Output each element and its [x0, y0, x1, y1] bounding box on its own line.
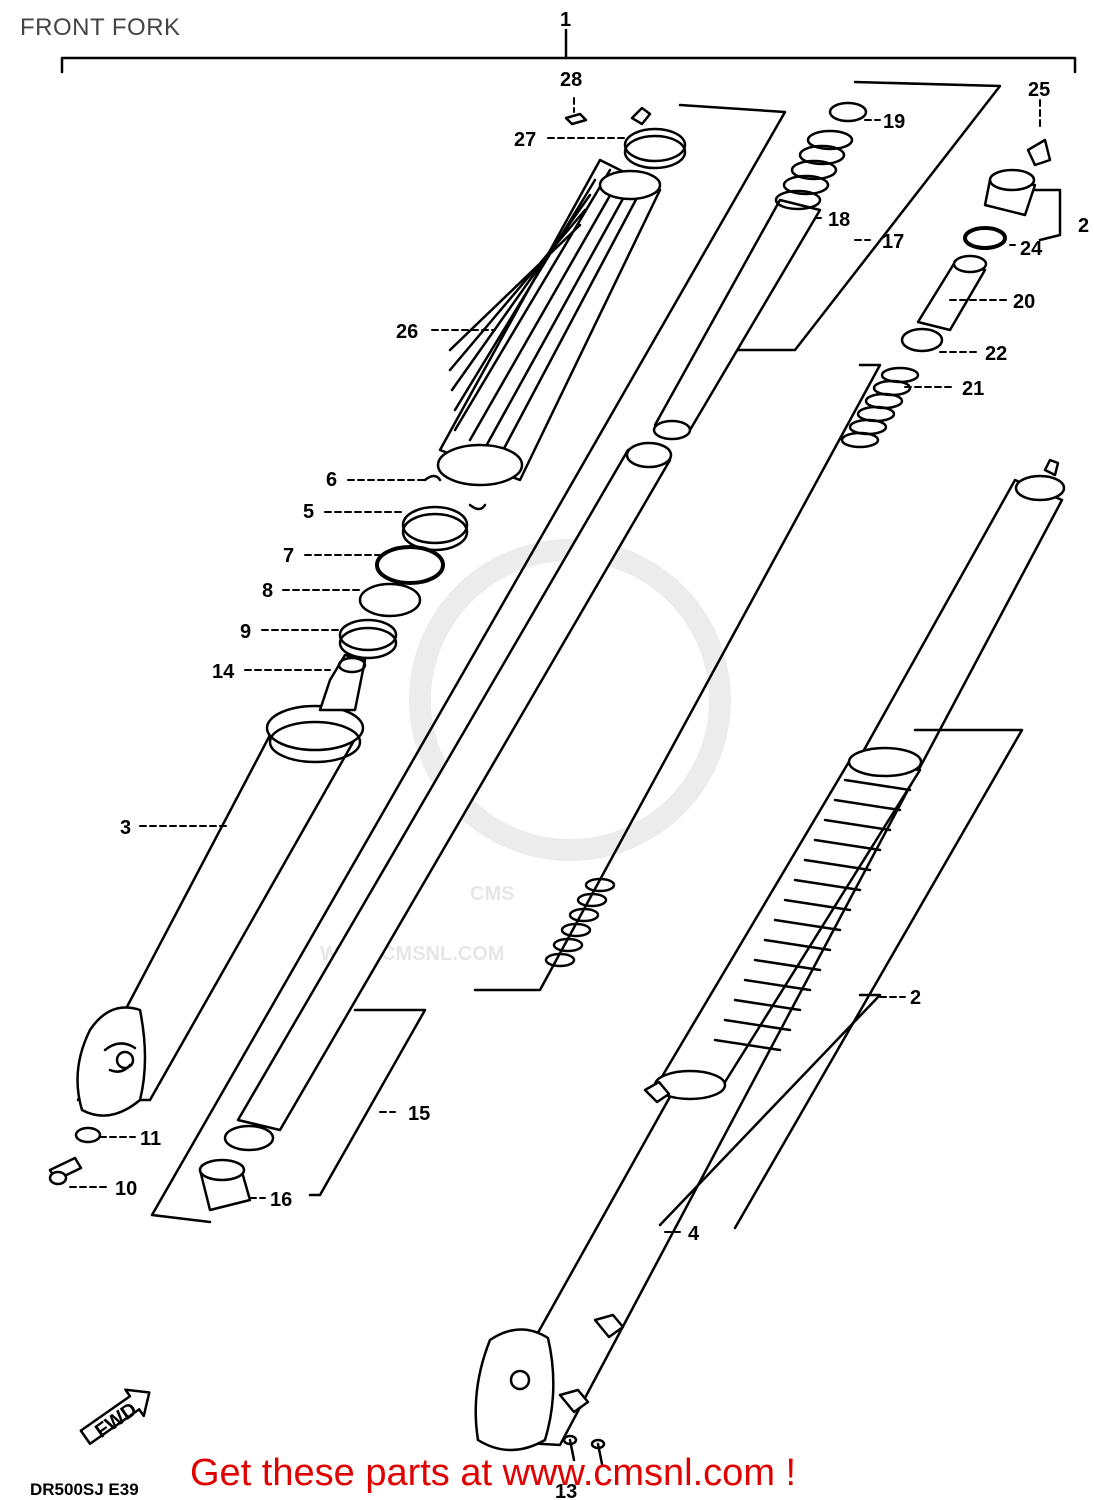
item-15-inner-tube [198, 441, 673, 1212]
item-20-spacer [916, 254, 988, 332]
bracket-15 [150, 103, 787, 1224]
model-code: DR500SJ E39 [30, 1480, 139, 1499]
callout-27: 27 [514, 129, 536, 151]
callout-5: 5 [303, 501, 314, 523]
item-22-washer [900, 327, 944, 353]
items-27-28 [564, 112, 588, 126]
callout-7: 7 [283, 545, 294, 567]
callout-22: 22 [985, 343, 1007, 365]
callout-3: 3 [120, 817, 131, 839]
callout-18: 18 [828, 209, 850, 231]
items-10-11 [48, 1126, 102, 1186]
callout-8: 8 [262, 580, 273, 602]
item-21-spring [840, 366, 920, 449]
callout-15: 15 [408, 1103, 430, 1125]
callout-9: 9 [240, 621, 251, 643]
item-26-boot [436, 106, 687, 487]
bracket-4 [733, 728, 1024, 1230]
left-outer-tube [76, 704, 365, 1117]
callout-20: 20 [1013, 291, 1035, 313]
callout-labels: 1 2 2 3 4 5 6 7 8 9 10 11 13 14 15 16 17… [91, 9, 1089, 1500]
bracket-1 [60, 56, 1077, 74]
callout-16: 16 [270, 1189, 292, 1211]
item-14-rod [318, 653, 367, 712]
callout-4: 4 [688, 1223, 700, 1245]
callout-25: 25 [1028, 79, 1050, 101]
item-cap-bolt [983, 138, 1052, 217]
callout-26: 26 [396, 321, 418, 343]
callout-2-top: 2 [1078, 215, 1089, 237]
bracket-2-lower [658, 993, 882, 1227]
leader-lines [69, 97, 1041, 1233]
watermark-logo: CMS [470, 883, 514, 905]
callout-28: 28 [560, 69, 582, 91]
callout-2: 2 [910, 987, 921, 1009]
footer-banner[interactable]: Get these parts at www.cmsnl.com ! [190, 1452, 797, 1494]
seals-stack [338, 474, 487, 660]
bracket-17 [728, 80, 1002, 352]
callout-14: 14 [212, 661, 235, 683]
bracket-16 [308, 1008, 427, 1197]
callout-11: 11 [140, 1128, 161, 1150]
callout-1: 1 [560, 9, 571, 31]
item-24-oring [963, 226, 1007, 250]
item-13-bolts [562, 1434, 606, 1466]
rebound-spring [544, 877, 616, 968]
callout-17: 17 [882, 231, 904, 253]
right-fork-assembly [474, 458, 1066, 1452]
callout-24: 24 [1020, 238, 1043, 260]
callout-10: 10 [115, 1178, 137, 1200]
bracket-spring [473, 363, 882, 992]
bracket-2 [1033, 188, 1062, 242]
page-title: FRONT FORK [20, 14, 181, 41]
fwd-arrow [79, 1388, 151, 1446]
callout-21: 21 [962, 378, 984, 400]
callout-19: 19 [883, 111, 905, 133]
item-17-damper-rod [652, 101, 868, 441]
callout-13: 13 [555, 1481, 577, 1500]
item-18-spring [774, 129, 854, 211]
callout-6: 6 [326, 469, 337, 491]
